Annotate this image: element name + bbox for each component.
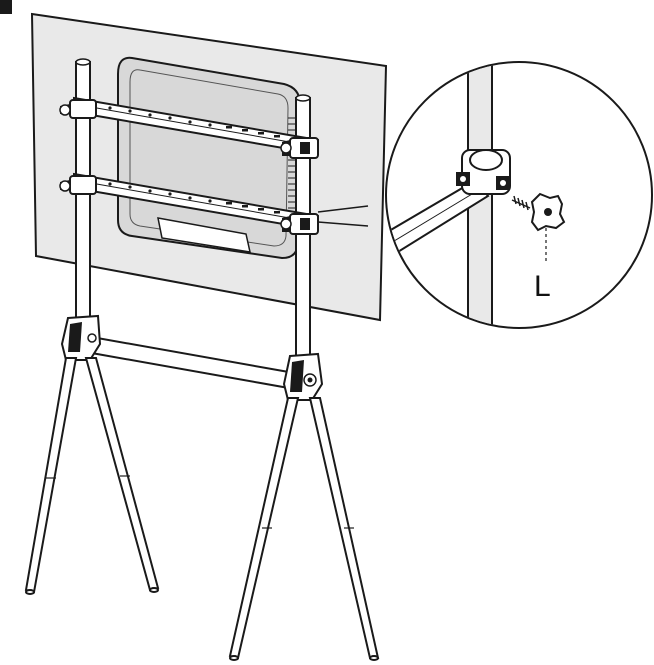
- tv-back-plate: [117, 56, 302, 260]
- left-tripod-legs: [24, 357, 160, 595]
- crossbar: [85, 334, 301, 392]
- star-knob-l-icon: [530, 192, 566, 232]
- clamp-knob-lower-left: [59, 175, 97, 195]
- clamp-knob-upper-left: [59, 99, 97, 119]
- right-tripod-head: [282, 352, 324, 401]
- part-label-l: L: [534, 270, 551, 303]
- clamp-knob-lower-right: [280, 213, 319, 235]
- bolt-detail: [511, 195, 531, 211]
- callout-leader-lines: [317, 205, 369, 227]
- clamp-knob-upper-right: [280, 137, 319, 159]
- left-tripod-head: [60, 314, 102, 361]
- step-marker: [0, 0, 12, 14]
- right-tripod-legs: [228, 397, 380, 661]
- clamp-ring-detail: [456, 149, 511, 195]
- detail-callout: L: [385, 61, 653, 329]
